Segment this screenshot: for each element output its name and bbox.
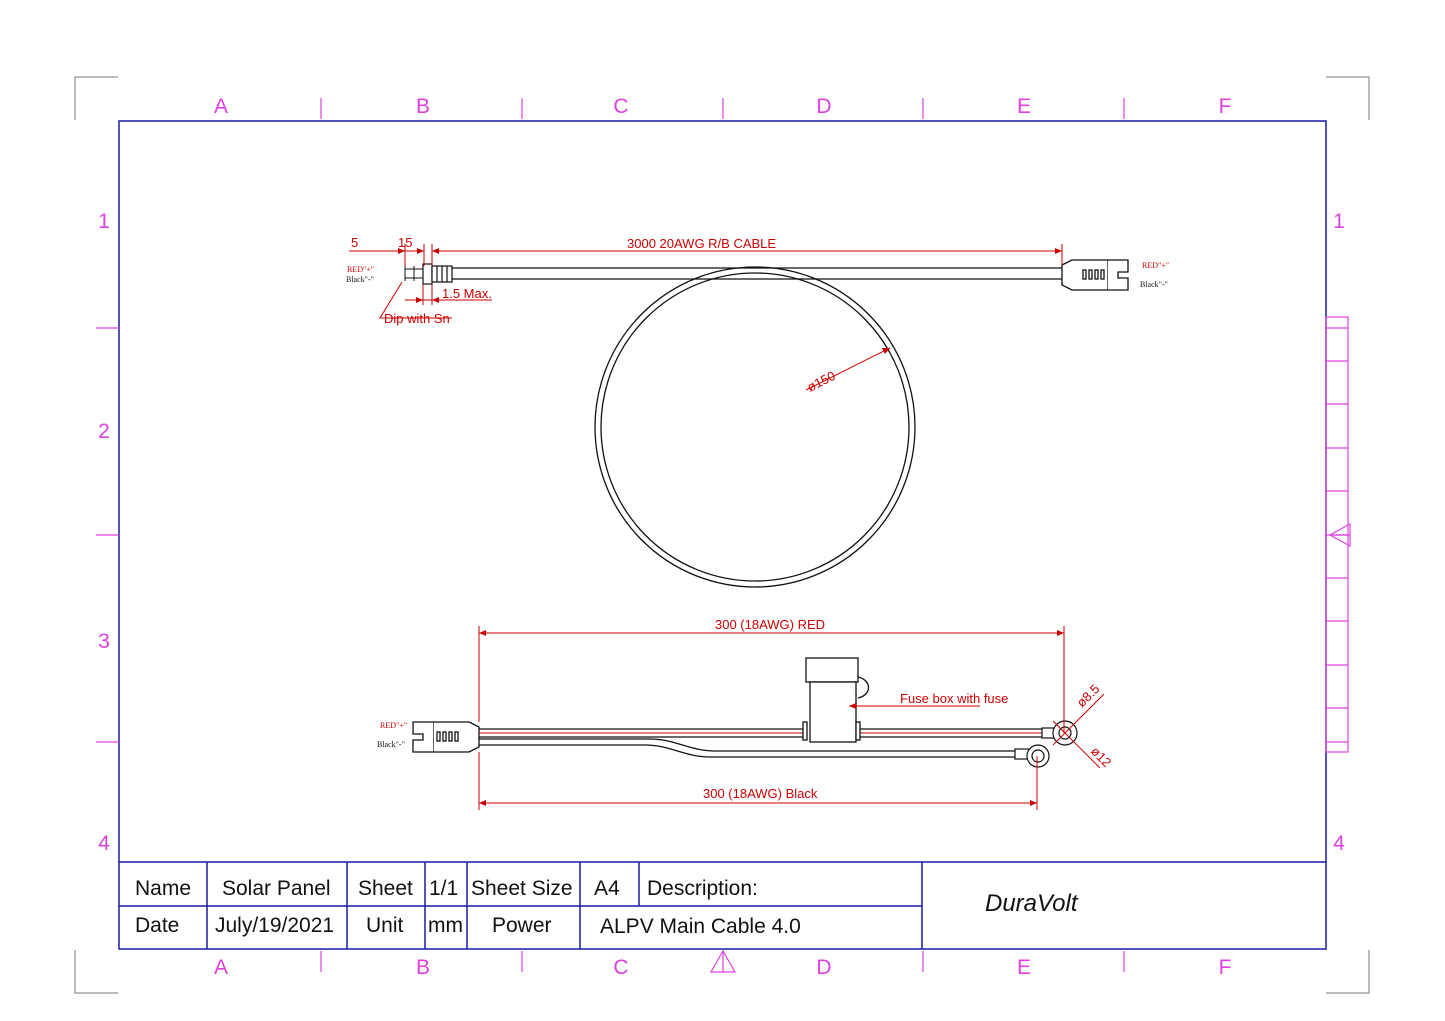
zone-row-3-left: 3: [98, 630, 110, 653]
zone-col-a-top: A: [214, 95, 228, 118]
sae-connector-right: [1061, 259, 1129, 291]
max-dim: 1.5 Max.: [442, 286, 492, 301]
corner-marks: [74, 76, 1370, 994]
zone-col-a-bottom: A: [214, 956, 228, 979]
brand-logo-text: DuraVolt: [985, 890, 1079, 917]
bottom-cable-assembly: RED"+" Black"-": [377, 617, 1114, 810]
strain-relief-left: [422, 263, 453, 285]
zone-col-c-top: C: [613, 95, 628, 118]
sae-connector-left: [412, 721, 480, 753]
name-label: Name: [135, 877, 191, 900]
zone-col-b-top: B: [416, 95, 430, 118]
zone-col-e-bottom: E: [1017, 956, 1031, 979]
zone-col-d-top: D: [816, 95, 831, 118]
description-label: Description:: [647, 877, 758, 900]
cable-coil: [594, 266, 916, 588]
left-red-tag: RED"+": [347, 265, 374, 274]
zone-labels: A B C D E F A B C D E F 1 2 3 4 1 4: [98, 95, 1345, 979]
right-black-tag: Black"-": [1140, 280, 1168, 289]
strip-length-dim: 5: [351, 235, 358, 250]
red-wire-length-dim: 300 (18AWG) RED: [715, 617, 825, 632]
ring-large-dim: ø12: [1088, 744, 1114, 770]
zone-row-4-right: 4: [1333, 832, 1345, 855]
zone-col-e-top: E: [1017, 95, 1031, 118]
zone-ticks: [96, 98, 1348, 972]
description-value: ALPV Main Cable 4.0: [600, 915, 801, 938]
date-value: July/19/2021: [215, 914, 334, 937]
ring-terminal-black: [1014, 744, 1050, 768]
zone-col-f-top: F: [1219, 95, 1232, 118]
black-wire-length-dim: 300 (18AWG) Black: [703, 786, 818, 801]
revision-ruler: [1325, 316, 1349, 753]
zone-col-b-bottom: B: [416, 956, 430, 979]
right-red-tag: RED"+": [1142, 261, 1169, 270]
zone-col-f-bottom: F: [1219, 956, 1232, 979]
coil-diameter-dim: ø150: [805, 368, 838, 395]
name-value: Solar Panel: [222, 877, 331, 900]
bottom-red-tag: RED"+": [380, 721, 407, 730]
left-black-tag: Black"-": [346, 275, 374, 284]
fuse-box-note: Fuse box with fuse: [900, 691, 1008, 706]
ring-terminal-red: [1041, 720, 1078, 746]
zone-col-c-bottom: C: [613, 956, 628, 979]
unit-label: Unit: [366, 914, 404, 937]
zone-row-4-left: 4: [98, 832, 110, 855]
bottom-black-tag: Black"-": [377, 740, 405, 749]
zone-row-2-left: 2: [98, 420, 110, 443]
title-block: Name Solar Panel Sheet 1/1 Sheet Size A4…: [119, 861, 1326, 949]
sheet-value: 1/1: [429, 877, 458, 900]
unit-value: mm: [428, 914, 463, 937]
dip-note: Dip with Sn: [384, 311, 450, 326]
sheet-size-label: Sheet Size: [471, 877, 573, 900]
zone-col-d-bottom: D: [816, 956, 831, 979]
sheet-size-value: A4: [594, 877, 620, 900]
zone-row-1-left: 1: [98, 210, 110, 233]
fuse-box: [802, 657, 870, 743]
sheet-label: Sheet: [358, 877, 413, 900]
centering-triangle-icon: [709, 522, 1351, 973]
zone-row-1-right: 1: [1333, 210, 1345, 233]
category-value: Power: [492, 914, 552, 937]
tin-length-dim: 15: [398, 235, 412, 250]
top-cable-assembly: RED"+" Black"-" RED"+" Black"-": [346, 235, 1169, 588]
cable-length-dim: 3000 20AWG R/B CABLE: [627, 236, 776, 251]
ring-small-dim: ø8.5: [1074, 681, 1103, 710]
date-label: Date: [135, 914, 179, 937]
